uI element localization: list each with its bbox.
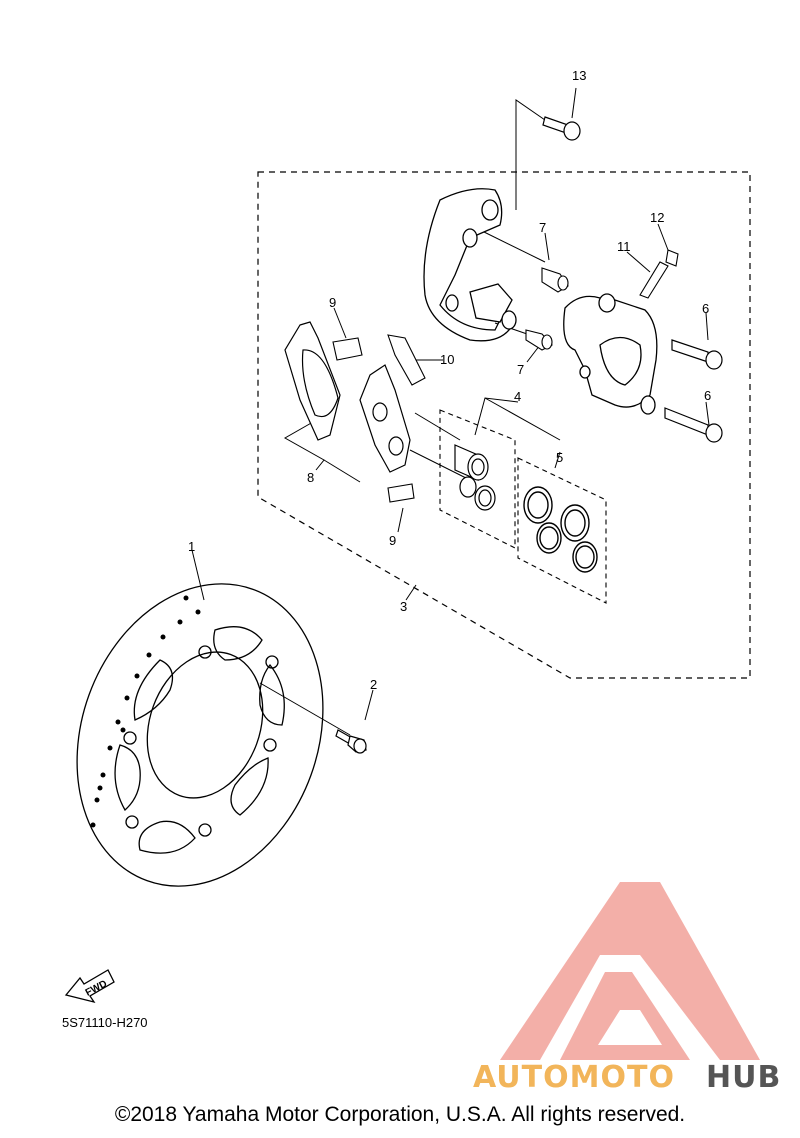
callout-labels: 1 2 3 4 5 6 6 7 7 8 9 9 10 11 12 13 xyxy=(188,68,711,692)
leader-lines xyxy=(191,87,710,736)
callout-6a: 6 xyxy=(702,301,709,316)
callout-8: 8 xyxy=(307,470,314,485)
pistons xyxy=(454,444,496,511)
brake-disc xyxy=(76,583,324,887)
seal-kit-boundary xyxy=(517,457,607,604)
caliper-body xyxy=(563,293,658,415)
callout-9b: 9 xyxy=(389,533,396,548)
callout-1: 1 xyxy=(188,539,195,554)
piston-kit-boundary xyxy=(439,409,516,549)
caliper-assembly-boundary xyxy=(257,171,751,679)
piston-seals xyxy=(523,486,598,573)
callout-11: 11 xyxy=(617,239,631,254)
fwd-arrow-icon: FWD xyxy=(64,969,115,1004)
callout-9a: 9 xyxy=(329,295,336,310)
callout-3: 3 xyxy=(400,599,407,614)
brand-word-part1: AUTOMOTO xyxy=(473,1060,675,1095)
pad-clips xyxy=(332,337,415,503)
watermark-logo xyxy=(500,882,760,1060)
slide-pin-boots xyxy=(525,267,569,351)
bleed-screw xyxy=(639,249,679,299)
callout-2: 2 xyxy=(370,677,377,692)
brake-pads xyxy=(284,321,411,473)
copyright-notice: ©2018 Yamaha Motor Corporation, U.S.A. A… xyxy=(114,1103,686,1126)
callout-13: 13 xyxy=(572,68,586,83)
callout-7a: 7 xyxy=(539,220,546,235)
callout-7b: 7 xyxy=(517,362,524,377)
watermark-text: AUTOMOTO HUB xyxy=(473,1060,781,1095)
caliper-bracket xyxy=(423,188,517,342)
brand-word-part2: HUB xyxy=(706,1060,781,1095)
callout-5: 5 xyxy=(556,450,563,465)
diagram-code: 5S71110-H270 xyxy=(62,1015,148,1030)
callout-4: 4 xyxy=(514,389,521,404)
caliper-bolts xyxy=(664,339,723,443)
callout-6b: 6 xyxy=(704,388,711,403)
disc-vent-holes xyxy=(90,595,201,828)
callout-10: 10 xyxy=(440,352,454,367)
disc-bolt xyxy=(335,729,367,754)
callout-12: 12 xyxy=(650,210,664,225)
bracket-bolt xyxy=(542,116,581,141)
pad-spring xyxy=(387,334,426,386)
